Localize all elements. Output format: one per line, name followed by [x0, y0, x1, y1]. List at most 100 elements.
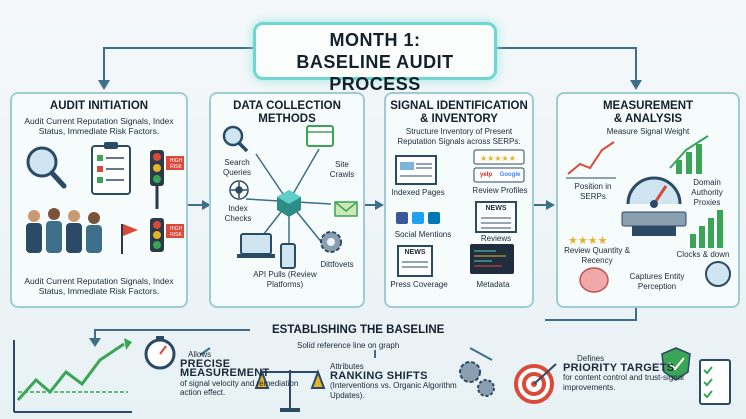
baseline-subtitle: Solid reference line on graph [297, 341, 400, 350]
item-pre: Attributes [330, 362, 364, 371]
label-entity-perception: Captures Entity Perception [629, 272, 685, 291]
item-post: (Interventions vs. Organic Algorithm Upd… [330, 381, 457, 400]
title-box: MONTH 1: BASELINE AUDIT PROCESS [253, 22, 497, 94]
arrowhead-right [630, 80, 642, 90]
brain-icon [579, 267, 609, 293]
item-post: for content control and trust-signal imp… [563, 373, 684, 392]
google-label: Google [499, 172, 521, 178]
data-collection-illustration [222, 125, 358, 269]
label-dittfovets: Dittfovets [320, 260, 354, 269]
panel-heading-l2: & ANALYSIS [613, 113, 683, 125]
risk-sign-2-label: HIGH RISK [169, 226, 183, 238]
panel-signal-identification: SIGNAL IDENTIFICATION & INVENTORY Struct… [384, 92, 534, 308]
label-review-profiles: Review Profiles [472, 186, 528, 195]
connector-baseline-b [469, 347, 493, 361]
connector-title-left [103, 47, 253, 82]
head-profile-icon [705, 261, 731, 287]
item-big: RANKING SHIFTS [330, 369, 428, 382]
checklist-icon [91, 142, 131, 195]
label-domain-authority: Domain Authority Proxies [691, 178, 723, 207]
target-icon [514, 363, 557, 404]
magnifier-icon [26, 146, 67, 189]
metadata-code-icon [470, 244, 514, 274]
label-metadata: Metadata [476, 280, 510, 289]
stars-icon: ★★★★ [568, 234, 608, 247]
panel-audit-initiation: AUDIT INITIATION Audit Current Reputatio… [10, 92, 188, 308]
laptop-icon [237, 233, 275, 258]
panel-heading-l2: METHODS [258, 113, 316, 125]
arrowhead-left [98, 80, 110, 90]
bar-growth-icon [669, 135, 709, 174]
risk-sign-1 [166, 156, 184, 170]
svg-text:★★★★★: ★★★★★ [480, 154, 516, 163]
connector-panel4-baseline [545, 306, 637, 321]
hub-cube-icon [277, 190, 301, 217]
label-reviews: Reviews [480, 234, 512, 243]
news-headline-1: NEWS [485, 205, 507, 212]
label-press-coverage: Press Coverage [390, 280, 448, 289]
baseline-item-2: Attributes RANKING SHIFTS (Interventions… [330, 362, 460, 400]
gauge-icon [626, 176, 682, 208]
stopwatch-icon [144, 336, 176, 370]
baseline-title: ESTABLISHING THE BASELINE [272, 324, 445, 336]
svg-text:★★★★: ★★★★ [568, 234, 608, 247]
label-index-checks: Index Checks [224, 204, 252, 223]
label-review-quantity: Review Quantity & Recency [564, 246, 630, 265]
scale-icon [621, 211, 687, 236]
panel-data-collection: DATA COLLECTION METHODS Search Queries S… [209, 92, 365, 308]
label-search-queries: Search Queries [222, 158, 251, 177]
yelp-label: yelp [479, 172, 492, 178]
panel-heading: AUDIT INITIATION [49, 100, 149, 112]
label-position-serps: Position in SERPs [574, 182, 612, 201]
search-icon [222, 125, 249, 153]
panel-sub: Structure Inventory of Present Reputatio… [397, 127, 521, 146]
item-big: PRIORITY TARGETS [563, 361, 675, 374]
audit-illustration [26, 142, 184, 254]
label-social-mentions: Social Mentions [394, 230, 452, 239]
label-clocks-down: Clocks & down [676, 250, 730, 259]
panel-measurement: MEASUREMENT & ANALYSIS Measure Signal We… [556, 92, 740, 308]
panel-bottom-text: Audit Current Reputation Signals, Index … [24, 276, 174, 296]
risk-sign-2 [166, 224, 184, 238]
flag-icon [121, 224, 138, 254]
title-line-2: BASELINE AUDIT PROCESS [296, 52, 454, 94]
browser-icon [306, 125, 334, 147]
panel-heading-l1: SIGNAL IDENTIFICATION [390, 100, 528, 112]
item-pre: Defines [577, 354, 605, 363]
bar-chart-icon [690, 210, 723, 248]
growth-chart-icon [13, 338, 132, 413]
indexed-pages-icon [395, 155, 437, 185]
item-pre: Allows [188, 350, 212, 359]
connector-baseline-a [199, 347, 211, 356]
phone-icon [280, 243, 296, 269]
gear-icon [320, 231, 342, 253]
signal-illustration: ★★★★★ [395, 149, 525, 277]
shield-icon [661, 347, 691, 381]
social-icons [396, 212, 440, 224]
envelope-icon [334, 201, 358, 217]
label-api-pulls: API Pulls (Review Platforms) [253, 270, 317, 289]
news-icon [475, 201, 517, 233]
press-coverage-icon [397, 245, 433, 277]
team-people-icon [26, 208, 102, 253]
traffic-light-icon [150, 150, 164, 252]
baseline-item-1: Allows PRECISE MEASUREMENT of signal vel… [180, 350, 300, 398]
panel-heading-l2: & INVENTORY [420, 113, 498, 125]
item-post: of signal velocity and remediation actio… [180, 378, 299, 398]
balance-scale-icon [254, 369, 326, 412]
item-big: PRECISE MEASUREMENT [180, 357, 270, 379]
gears-icon [459, 361, 495, 397]
panel-sub: Measure Signal Weight [606, 127, 690, 136]
news-headline-2: NEWS [404, 249, 426, 256]
checklist-bottom-icon [699, 359, 731, 405]
panel-top-text: Audit Current Reputation Signals, Index … [24, 116, 174, 136]
title-line-1: MONTH 1: [329, 30, 421, 50]
measurement-illustration: ★★★★ [566, 135, 731, 293]
label-indexed-pages: Indexed Pages [391, 188, 445, 197]
line-chart-icon [566, 141, 616, 179]
review-profiles-icon: ★★★★★ [473, 149, 525, 183]
connector-title-right [491, 47, 637, 82]
connector-baseline-left [94, 329, 250, 340]
